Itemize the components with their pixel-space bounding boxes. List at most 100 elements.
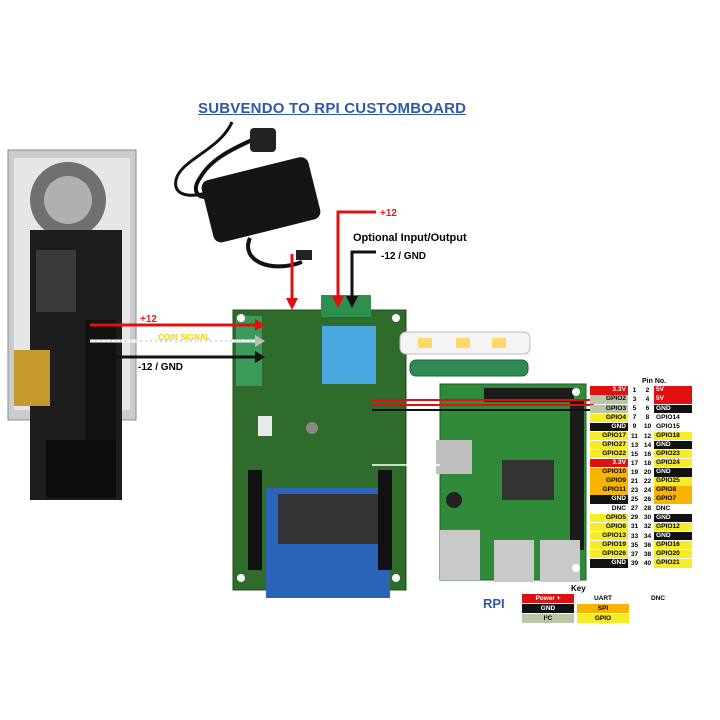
pin-left-name: GPIO26 xyxy=(590,550,628,559)
pin-left-name: GPIO11 xyxy=(590,486,628,495)
pin-number-even: 40 xyxy=(643,559,652,567)
pin-number-even: 36 xyxy=(643,541,652,549)
key-item: UART xyxy=(577,594,629,603)
pin-number-even: 14 xyxy=(643,441,652,449)
pin-number-odd: 23 xyxy=(630,487,639,495)
pin-number-even: 30 xyxy=(643,514,652,522)
pin-number-odd: 5 xyxy=(632,405,637,413)
optional-io-label: Optional Input/Output xyxy=(353,232,467,244)
pin-number-odd: 1 xyxy=(632,387,637,395)
coin-acceptor xyxy=(7,149,137,500)
pin-right-name: GPIO8 xyxy=(654,486,692,495)
pin-number-even: 18 xyxy=(643,459,652,467)
pin-number-even: 4 xyxy=(645,396,650,404)
pin-right-name: DNC xyxy=(654,504,692,513)
pin-right-name: 5V xyxy=(654,386,692,395)
pin-right-name: GPIO21 xyxy=(654,559,692,568)
pin-number-odd: 7 xyxy=(632,414,637,422)
pin-right-name: GND xyxy=(654,404,692,413)
key-item: DNC xyxy=(632,594,684,603)
minus12-label-top: -12 / GND xyxy=(381,251,427,262)
pin-left-name: GPIO5 xyxy=(590,513,628,523)
wires xyxy=(90,210,610,466)
pin-number-odd: 27 xyxy=(630,505,639,513)
key-title: Key xyxy=(571,584,586,593)
pin-right-name: GPIO14 xyxy=(654,413,692,423)
pin-number-even: 26 xyxy=(643,496,652,504)
raspberry-pi-board xyxy=(436,383,587,582)
pin-number-even: 12 xyxy=(643,432,652,440)
pin-number-odd: 9 xyxy=(632,423,637,431)
rpi-label: RPI xyxy=(483,596,505,611)
pin-number-even: 20 xyxy=(643,468,652,476)
plus12-label-left: +12 xyxy=(140,314,157,325)
pin-number-even: 34 xyxy=(643,532,652,540)
coin-signal-label: COIN SIGNAL xyxy=(158,333,211,342)
pin-right-name: GPIO25 xyxy=(654,477,692,486)
pin-left-name: GPIO17 xyxy=(590,431,628,441)
pin-number-odd: 3 xyxy=(632,396,637,404)
pin-right-name: GPIO12 xyxy=(654,522,692,532)
pin-number-odd: 11 xyxy=(631,432,638,440)
pin-left-name: 3.3V xyxy=(590,386,628,395)
pin-number-odd: 15 xyxy=(630,450,639,458)
diagram-title: SUBVENDO TO RPI CUSTOMBOARD xyxy=(198,100,467,117)
pin-number-even: 16 xyxy=(643,450,652,458)
pin-number-even: 6 xyxy=(645,405,650,413)
pin-left-name: GPIO27 xyxy=(590,440,628,450)
pin-left-name: GND xyxy=(590,559,628,568)
pin-right-name: GND xyxy=(654,531,692,541)
pin-number-even: 24 xyxy=(643,487,652,495)
key-item: SPI xyxy=(577,604,629,613)
pin-number-odd: 21 xyxy=(630,477,639,485)
pin-number-even: 32 xyxy=(643,523,652,531)
pin-number-odd: 29 xyxy=(630,514,639,522)
pin-number-odd: 13 xyxy=(630,441,639,449)
pin-right-name: GPIO7 xyxy=(654,495,692,504)
pin-left-name: DNC xyxy=(590,504,628,513)
pin-number-odd: 33 xyxy=(630,532,639,540)
pin-left-name: GPIO9 xyxy=(590,477,628,486)
pin-number-odd: 35 xyxy=(630,541,639,549)
pin-left-name: GPIO6 xyxy=(590,522,628,532)
pin-left-name: GPIO2 xyxy=(590,395,628,404)
pin-left-name: GPIO13 xyxy=(590,531,628,541)
pin-right-name: GPIO18 xyxy=(654,431,692,441)
pin-no-header: Pin No. xyxy=(642,378,667,385)
pin-number-even: 38 xyxy=(643,550,652,558)
pin-right-name: GPIO20 xyxy=(654,550,692,559)
custom-board xyxy=(232,295,407,598)
pin-right-name: GPIO15 xyxy=(654,422,692,432)
pin-right-name: GND xyxy=(654,468,692,477)
pin-number-even: 2 xyxy=(645,387,650,395)
pin-left-name: GPIO3 xyxy=(590,404,628,413)
key-item: Power + xyxy=(522,594,574,603)
minus12-label-left: -12 / GND xyxy=(138,362,184,373)
pin-number-odd: 19 xyxy=(630,468,639,476)
pin-right-name: GPIO23 xyxy=(654,450,692,459)
pin-left-name: GPIO10 xyxy=(590,468,628,477)
key-item: GND xyxy=(522,604,574,613)
pin-left-name: GPIO22 xyxy=(590,450,628,459)
key-item: I²C xyxy=(522,614,574,623)
pin-number-odd: 37 xyxy=(630,550,639,558)
pin-right-name: GPIO24 xyxy=(654,459,692,468)
plus12-label-top: +12 xyxy=(380,208,397,219)
